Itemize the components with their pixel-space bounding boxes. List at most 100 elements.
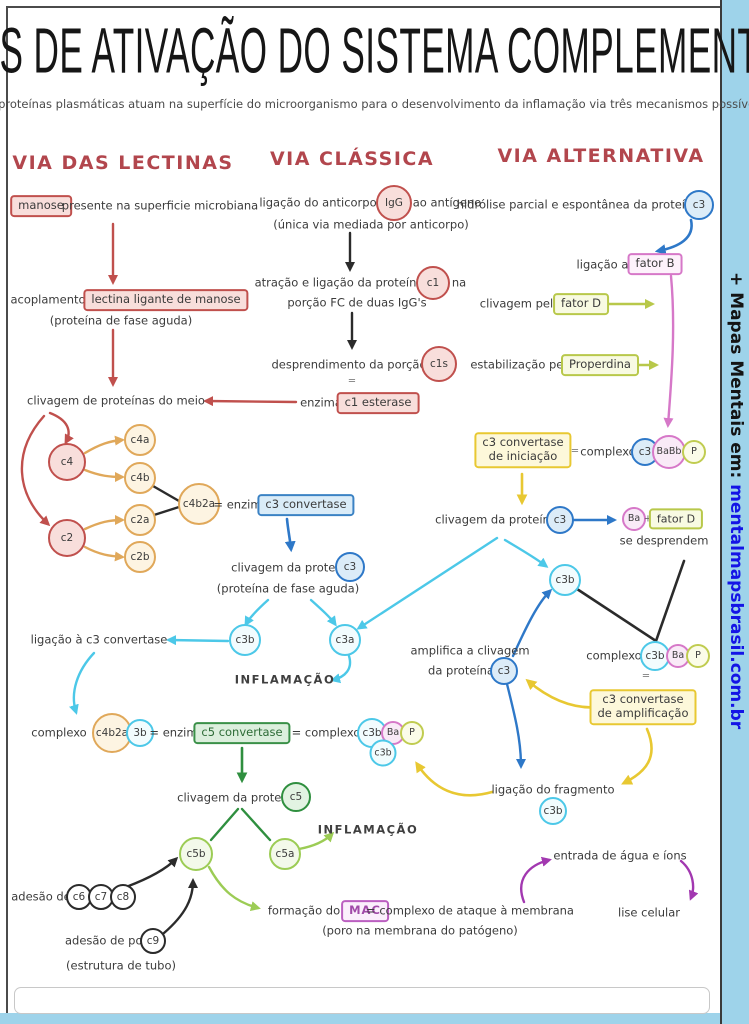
page-border-top bbox=[6, 6, 722, 8]
ao-antigeno-label: ao antígeno bbox=[412, 195, 482, 210]
bottom-blue-band bbox=[0, 1013, 722, 1024]
ligacao-anticorpo-label: ligação do anticorpo bbox=[259, 195, 377, 210]
complexo-label-alt-1: complexo bbox=[580, 444, 636, 459]
eq-sign-alt-2: = bbox=[641, 670, 651, 682]
circle-c3b-3: c3b bbox=[369, 739, 397, 767]
fator-d-box-2: fator D bbox=[648, 508, 704, 530]
estrutura-tubo-label: (estrutura de tubo) bbox=[66, 958, 176, 973]
eq-sign-alt-1: = bbox=[570, 445, 580, 457]
page-subtitle: várias proteínas plasmáticas atuam na su… bbox=[0, 97, 749, 111]
circle-igg: IgG bbox=[376, 185, 412, 221]
circle-c2b: c2b bbox=[124, 541, 156, 573]
mac-box: MAC bbox=[341, 900, 389, 922]
c3-convertase-box: c3 convertase bbox=[257, 494, 355, 516]
c3-convertase-amplificacao-box: c3 convertase de amplificação bbox=[589, 689, 697, 725]
circle-c3b: c3b bbox=[229, 624, 261, 656]
lectina-fase-aguda: (proteína de fase aguda) bbox=[49, 313, 193, 328]
eq-enzima-label: = enzima bbox=[213, 497, 269, 512]
header-via-lectinas: VIA DAS LECTINAS bbox=[12, 152, 234, 174]
manose-box: manose bbox=[10, 195, 72, 217]
banner: + Mapas Mentais em: mentalmapsbrasil.com… bbox=[722, 272, 749, 729]
page-title: VIAS DE ATIVAÇÃO DO SISTEMA COMPLEMENTO bbox=[0, 15, 749, 87]
c3-fase-aguda: (proteína de fase aguda) bbox=[216, 581, 360, 596]
unica-via-label: (única via mediada por anticorpo) bbox=[273, 217, 469, 232]
circle-c3-alt-3: c3 bbox=[546, 506, 574, 534]
poro-label: (poro na membrana do patógeno) bbox=[322, 923, 518, 938]
inflamacao-label-1: INFLAMAÇÃO bbox=[234, 672, 336, 687]
circle-c8: c8 bbox=[110, 884, 136, 910]
circle-c3-alt-4: c3 bbox=[490, 657, 518, 685]
complexo-ataque-label: = complexo de ataque à membrana bbox=[366, 903, 574, 918]
page-border-right bbox=[720, 0, 722, 1024]
estabilizacao-label: estabilização pela bbox=[470, 357, 574, 372]
manose-desc: presente na superficie microbiana bbox=[61, 198, 259, 213]
inflamacao-label-2: INFLAMAÇÃO bbox=[317, 822, 419, 837]
circle-p-1: P bbox=[400, 721, 424, 745]
c5-convertase-box: c5 convertase bbox=[193, 722, 291, 744]
clivagem-c3-alt-label: clivagem da proteína bbox=[435, 512, 557, 527]
circle-c3-alt-1: c3 bbox=[684, 190, 714, 220]
bottom-bar bbox=[14, 987, 710, 1014]
circle-c3: c3 bbox=[335, 552, 365, 582]
eq-sign-classic: = bbox=[347, 375, 357, 387]
circle-c2a: c2a bbox=[124, 504, 156, 536]
circle-c4b: c4b bbox=[124, 462, 156, 494]
ligacao-c3-convertase-label: ligação à c3 convertase bbox=[30, 632, 168, 647]
circle-c2: c2 bbox=[48, 519, 86, 557]
circle-c5: c5 bbox=[281, 782, 311, 812]
right-blue-band bbox=[722, 0, 749, 1024]
complexo-label-1: complexo bbox=[31, 725, 87, 740]
circle-c4a: c4a bbox=[124, 424, 156, 456]
lise-celular-label: lise celular bbox=[618, 905, 680, 920]
circle-c5b: c5b bbox=[179, 837, 213, 871]
porcao-fc-label: porção FC de duas IgG's bbox=[287, 295, 427, 310]
circle-ba-2: Ba bbox=[622, 507, 646, 531]
fator-b-box: fator B bbox=[627, 253, 683, 275]
desprendimento-label: desprendimento da porção bbox=[271, 357, 427, 372]
circle-p-alt-1: P bbox=[682, 440, 706, 464]
amplifica-label-1: amplifica a clivagem bbox=[410, 643, 530, 658]
circle-c3a: c3a bbox=[329, 624, 361, 656]
clivagem-meio-label: clivagem de proteínas do meio bbox=[27, 393, 205, 408]
conv-amp-line2: de amplificação bbox=[597, 706, 689, 720]
banner-prefix: + Mapas Mentais em: bbox=[726, 272, 746, 485]
clivagem-c3-label: clivagem da proteína bbox=[231, 560, 353, 575]
circle-c4b2a: c4b2a bbox=[178, 483, 220, 525]
clivagem-pelo-label: clivagem pelo bbox=[479, 296, 561, 311]
eq-enzima-label-2: = enzima bbox=[149, 725, 205, 740]
conv-amp-line1: c3 convertase bbox=[602, 692, 684, 707]
fator-d-box-1: fator D bbox=[553, 293, 609, 315]
c1-esterase-box: c1 esterase bbox=[336, 392, 420, 414]
circle-p-alt-2: P bbox=[686, 644, 710, 668]
ligacao-ao-label: ligação ao bbox=[576, 257, 636, 272]
circle-babb: BaBb bbox=[652, 435, 686, 469]
page-border-left bbox=[6, 6, 8, 1013]
conv-iniciacao-line1: c3 convertase bbox=[482, 435, 564, 450]
banner-site-link[interactable]: mentalmapsbrasil.com.br bbox=[726, 484, 746, 730]
circle-c3b-alt: c3b bbox=[549, 564, 581, 596]
formacao-label: formação do bbox=[267, 903, 341, 918]
enzima-label: enzima bbox=[300, 395, 342, 410]
atracao-label: atração e ligação da proteína bbox=[254, 275, 424, 290]
adesao-poli-label: adesão de poli- bbox=[64, 933, 154, 948]
header-via-alternativa: VIA ALTERNATIVA bbox=[497, 145, 705, 167]
plus-sign: + bbox=[644, 513, 652, 526]
conv-iniciacao-line2: de iniciação bbox=[488, 449, 558, 463]
hidrolise-label: hidrólise parcial e espontânea da proteí… bbox=[456, 197, 700, 212]
entrada-agua-label: entrada de água e íons bbox=[553, 848, 687, 863]
circle-c1s: c1s bbox=[421, 346, 457, 382]
circle-c1: c1 bbox=[416, 266, 450, 300]
complexo-label-alt-2: complexo bbox=[586, 648, 642, 663]
properdina-box: Properdina bbox=[561, 354, 639, 376]
desprendem-label: se desprendem bbox=[619, 533, 709, 548]
ligacao-fragmento-label: ligação do fragmento bbox=[491, 782, 615, 797]
adesao-label: adesão de bbox=[11, 889, 71, 904]
clivagem-c5-label: clivagem da proteína bbox=[177, 790, 299, 805]
circle-c9: c9 bbox=[140, 928, 166, 954]
eq-complexo-label: = complexo bbox=[291, 725, 361, 740]
na-label: na bbox=[451, 275, 467, 290]
amplifica-label-2: da proteína bbox=[428, 663, 494, 678]
acoplamento-label: acoplamento da bbox=[10, 292, 104, 307]
c3-convertase-iniciacao-box: c3 convertase de iniciação bbox=[474, 432, 572, 468]
